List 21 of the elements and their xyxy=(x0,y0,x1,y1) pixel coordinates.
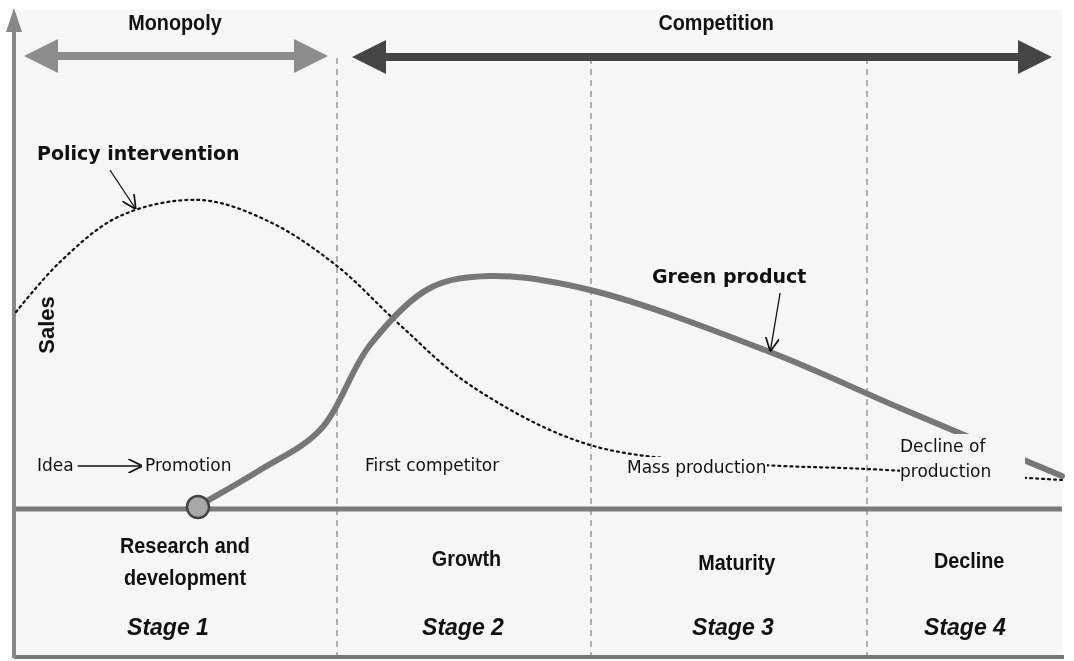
leader-line xyxy=(109,169,137,210)
phase-note: Mass production xyxy=(627,457,767,477)
stage-number: Stage 2 xyxy=(422,614,504,641)
annotation-text: Green product xyxy=(652,265,807,287)
leader-line xyxy=(764,292,781,353)
phase-note: First competitor xyxy=(365,455,500,475)
stage-name: Decline xyxy=(933,548,1005,574)
stage-name: Research and development xyxy=(119,532,251,592)
stage-number: Stage 4 xyxy=(924,614,1006,641)
annotation-text: Policy intervention xyxy=(37,142,240,164)
phase-note: Decline of production xyxy=(900,434,1025,484)
stage-number: Stage 1 xyxy=(127,614,209,641)
stage-name: Growth xyxy=(432,546,502,572)
axis-title: Sales xyxy=(33,296,60,354)
period-label: Competition xyxy=(658,10,775,36)
period-label: Monopoly xyxy=(128,10,222,36)
annotation-text: Idea xyxy=(37,455,74,475)
stage-number: Stage 3 xyxy=(692,614,774,641)
arrow xyxy=(77,458,144,474)
annotation-text: Promotion xyxy=(145,455,232,475)
stage-name: Maturity xyxy=(698,550,776,576)
